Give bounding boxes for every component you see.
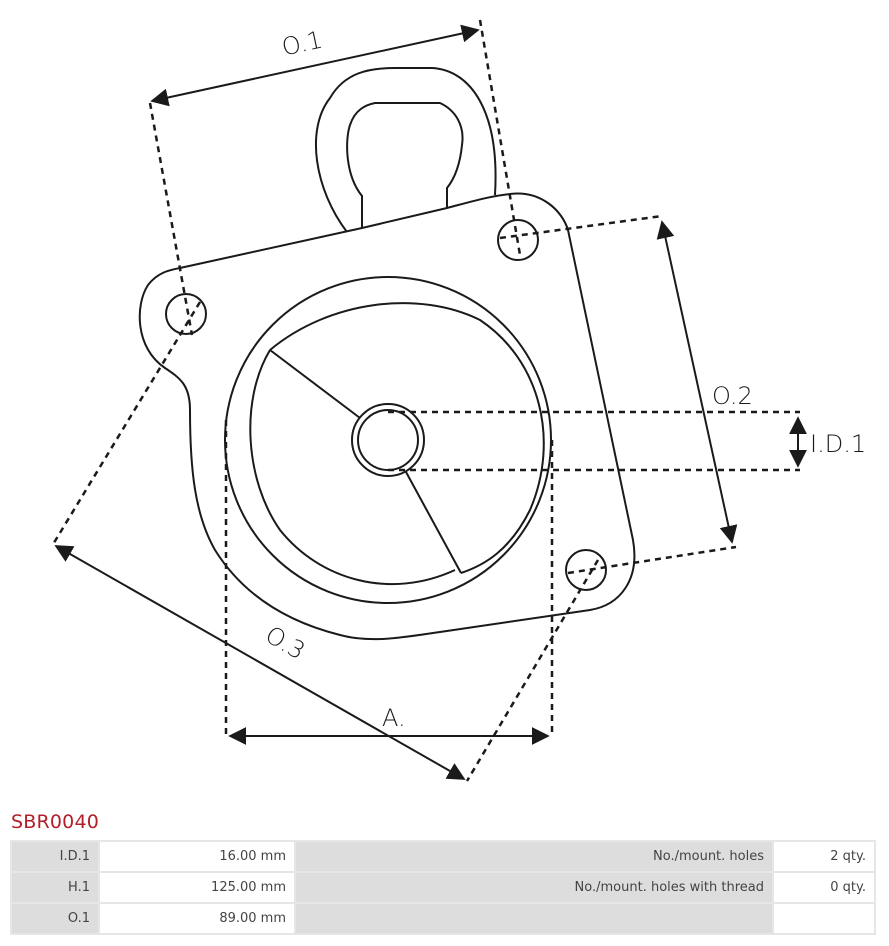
spec-label: H.1 [12, 873, 98, 902]
inner-housing-arc [249, 302, 545, 586]
technical-drawing: O.1 O.2 I.D.1 O.3 A. [50, 19, 866, 782]
spec-value: 16.00 mm [100, 842, 294, 871]
table-row: O.1 89.00 mm [12, 904, 874, 933]
spec-value [774, 904, 874, 933]
spec-label: No./mount. holes [296, 842, 772, 871]
specifications-table: I.D.1 16.00 mm No./mount. holes 2 qty. H… [10, 840, 876, 935]
table-row: I.D.1 16.00 mm No./mount. holes 2 qty. [12, 842, 874, 871]
part-code-title: SBR0040 [11, 811, 100, 833]
label-a: A. [382, 704, 406, 732]
shaft-outer-circle [351, 403, 425, 477]
spec-value: 0 qty. [774, 873, 874, 902]
spec-label [296, 904, 772, 933]
spec-label: O.1 [12, 904, 98, 933]
spec-value: 125.00 mm [100, 873, 294, 902]
table-row: H.1 125.00 mm No./mount. holes with thre… [12, 873, 874, 902]
label-o3: O.3 [260, 621, 309, 666]
mount-hole-bottom-right [565, 549, 607, 591]
label-o1: O.1 [279, 26, 325, 62]
spec-value: 89.00 mm [100, 904, 294, 933]
mount-hole-top-right [497, 219, 539, 261]
dimension-o2-arrow [656, 220, 738, 544]
flange-outline [138, 192, 636, 641]
spec-label: No./mount. holes with thread [296, 873, 772, 902]
spec-label: I.D.1 [12, 842, 98, 871]
terminal-loop [314, 67, 497, 233]
label-id1: I.D.1 [810, 430, 866, 458]
spec-value: 2 qty. [774, 842, 874, 871]
outer-housing-circle [224, 276, 552, 604]
shaft-inner-circle [357, 409, 419, 471]
mount-hole-left [165, 293, 207, 335]
dimension-o3-arrow [54, 545, 466, 780]
dimension-o1-arrow [150, 24, 480, 107]
label-o2: O.2 [712, 382, 753, 410]
